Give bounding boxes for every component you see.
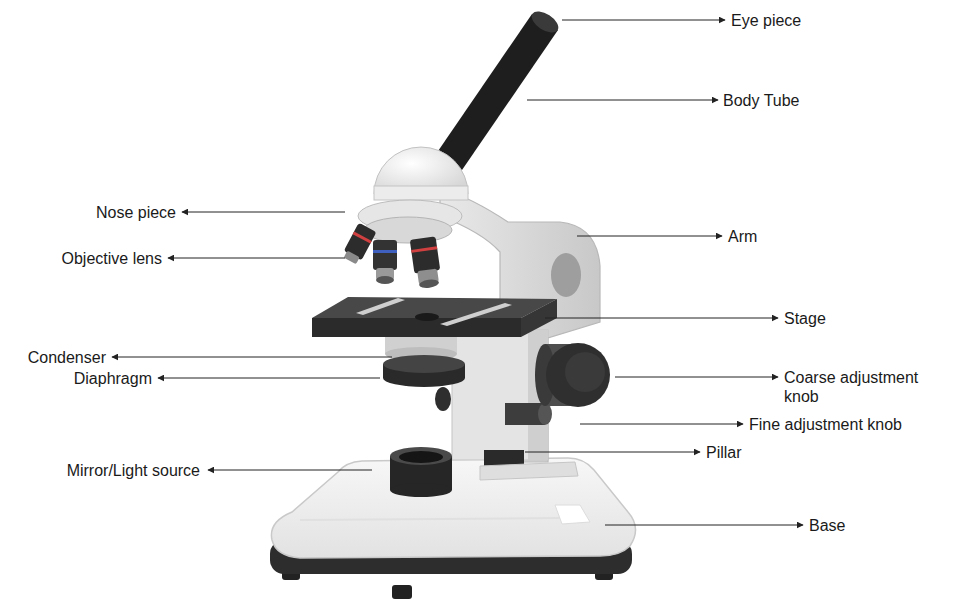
- leader-lines: [112, 20, 803, 525]
- part-label: Coarse adjustment knob: [784, 368, 956, 406]
- part-label: Stage: [784, 309, 826, 328]
- base: [270, 458, 636, 599]
- part-label: Fine adjustment knob: [749, 415, 902, 434]
- part-label: Body Tube: [723, 91, 800, 110]
- body-tube: [436, 7, 562, 170]
- stage: [312, 297, 557, 337]
- part-label: Arm: [728, 227, 757, 246]
- head: [374, 147, 468, 200]
- part-label: Eye piece: [731, 11, 801, 30]
- part-label: Condenser: [28, 348, 106, 367]
- part-label: Base: [809, 516, 845, 535]
- light-source: [390, 447, 452, 497]
- part-label: Diaphragm: [74, 369, 152, 388]
- part-label: Objective lens: [62, 249, 163, 268]
- part-label: Mirror/Light source: [67, 461, 200, 480]
- objective-lens: [341, 223, 443, 290]
- part-label: Pillar: [706, 443, 742, 462]
- diaphragm: [383, 355, 465, 387]
- part-label: Nose piece: [96, 203, 176, 222]
- adjustment-knobs: [435, 343, 610, 425]
- pillar: [480, 450, 578, 480]
